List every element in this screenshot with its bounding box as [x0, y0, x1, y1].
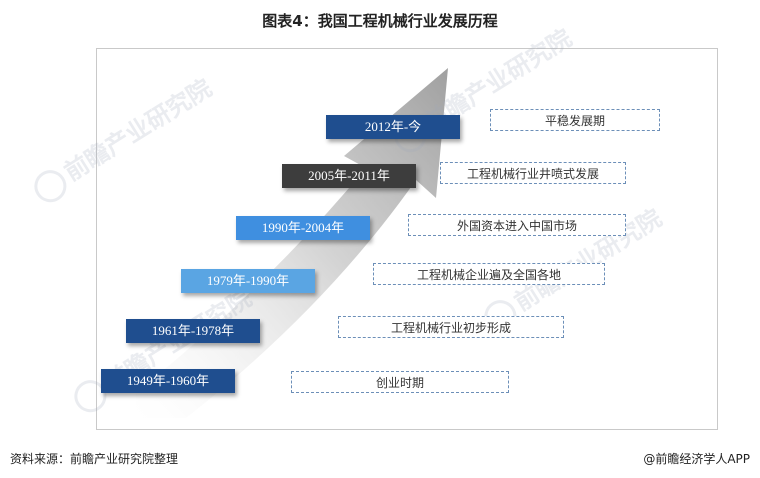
stage-box: 工程机械企业遍及全国各地 — [373, 263, 605, 285]
period-box: 1961年-1978年 — [126, 319, 260, 343]
stage-box: 创业时期 — [291, 371, 509, 393]
period-box: 2005年-2011年 — [282, 164, 416, 188]
stage-box: 外国资本进入中国市场 — [408, 214, 626, 236]
stage-box: 工程机械行业初步形成 — [338, 316, 564, 338]
stage-box: 平稳发展期 — [490, 109, 660, 131]
period-box: 1990年-2004年 — [236, 216, 370, 240]
source-note: 资料来源：前瞻产业研究院整理 — [10, 452, 179, 466]
chart-title: 图表4：我国工程机械行业发展历程 — [262, 12, 498, 30]
credit-note: @前瞻经济学人APP — [643, 452, 750, 466]
period-box: 1979年-1990年 — [181, 269, 315, 293]
period-box: 1949年-1960年 — [101, 369, 235, 393]
stage-box: 工程机械行业井喷式发展 — [440, 162, 626, 184]
period-box: 2012年-今 — [326, 115, 460, 139]
